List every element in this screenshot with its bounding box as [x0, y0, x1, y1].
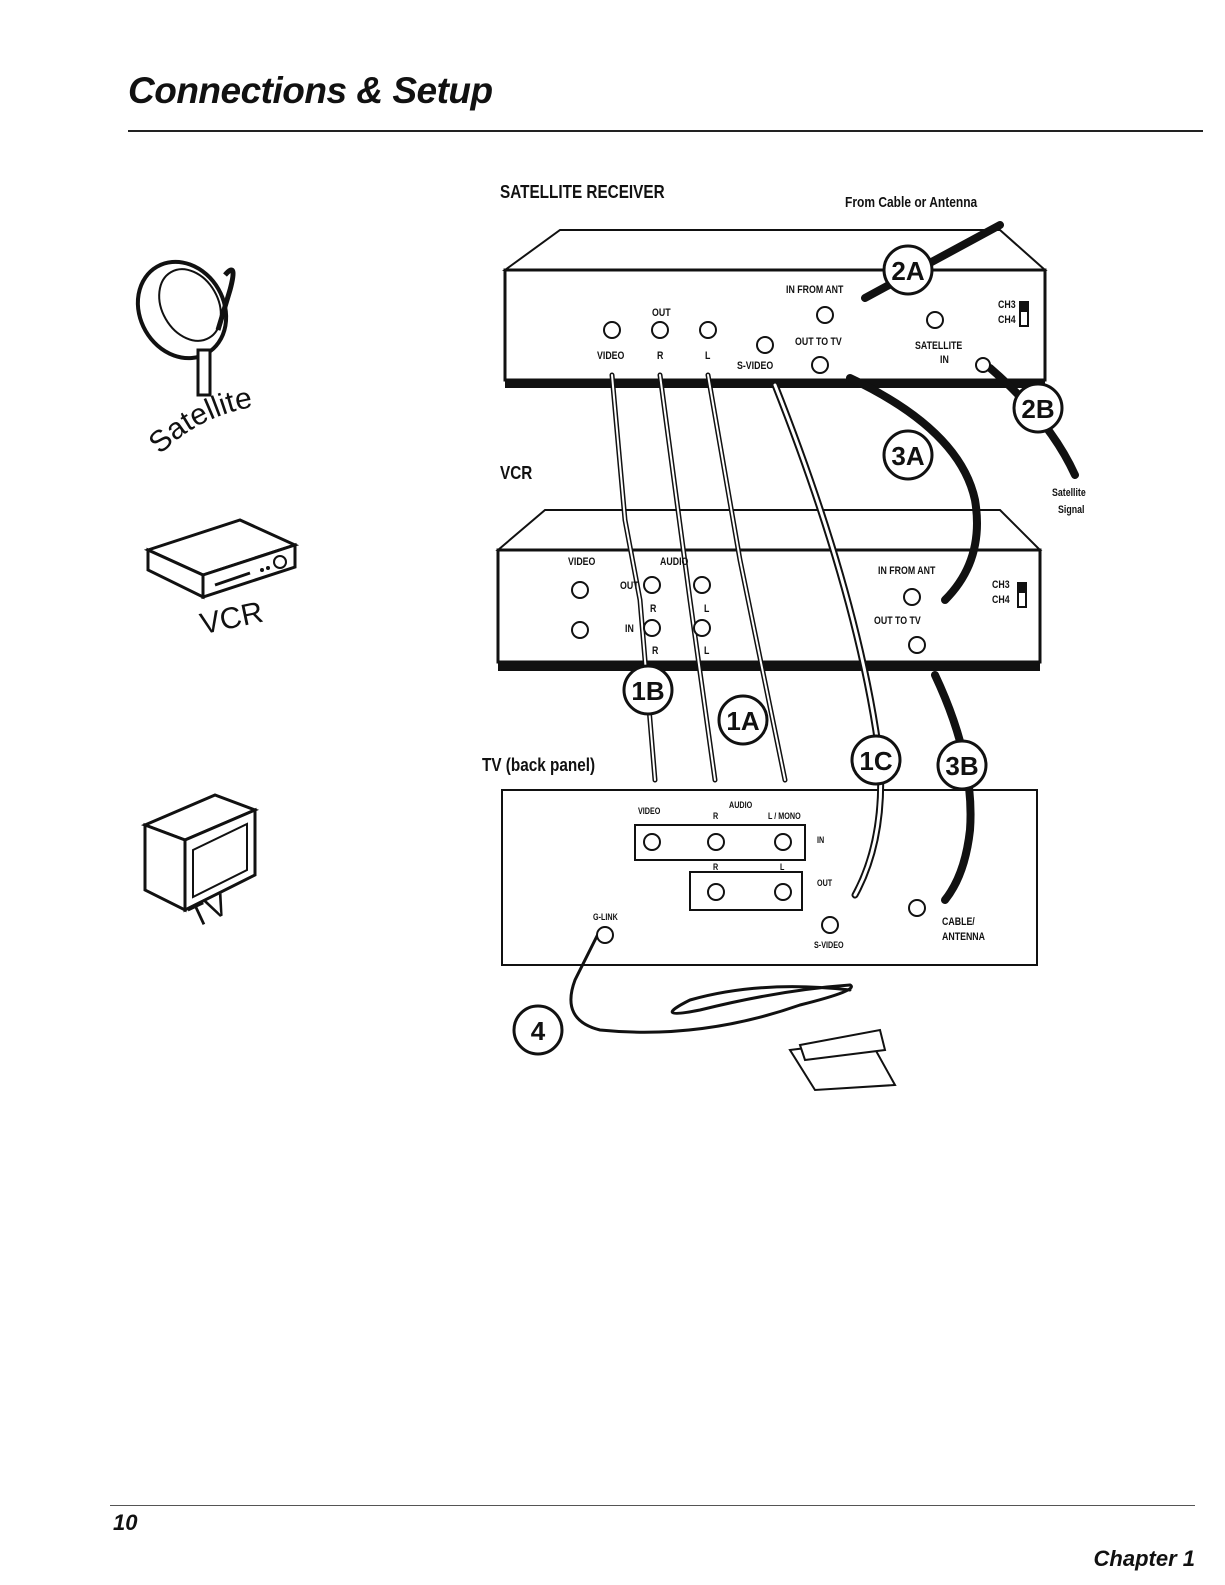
callout-2a: 2A [891, 256, 924, 286]
vcr-ch4-label: CH4 [992, 594, 1010, 606]
from-cable-label: From Cable or Antenna [845, 194, 978, 211]
callout-1a: 1A [726, 706, 759, 736]
callout-3b: 3B [945, 751, 978, 781]
vcr-in-from-ant-label: IN FROM ANT [878, 565, 936, 577]
cable-2a [861, 221, 1004, 302]
tv-antenna-label: ANTENNA [942, 931, 986, 943]
satellite-label-arc: Satellite [150, 390, 255, 460]
tv-l-mono-label: L / MONO [768, 811, 801, 821]
tv-g-link-label: G-LINK [593, 912, 618, 922]
chapter-label: Chapter 1 [1093, 1546, 1195, 1571]
header-rule [128, 130, 1203, 132]
tv-cable-label: CABLE/ [942, 916, 975, 928]
vcr-l-out-label: L [704, 603, 710, 615]
tv-back-panel [501, 789, 1038, 966]
vcr-r-out-label: R [650, 603, 657, 615]
page-number: 10 [113, 1510, 138, 1535]
sat-r-label: R [657, 350, 664, 362]
cable-g-link [569, 928, 853, 1034]
vcr-r-in-label: R [652, 645, 659, 657]
sat-l-label: L [705, 350, 711, 362]
satellite-signal-line1: Satellite [1052, 487, 1086, 499]
sat-out-to-tv-label: OUT TO TV [795, 336, 842, 348]
footer-rule [110, 1505, 1195, 1506]
callout-2b: 2B [1021, 394, 1054, 424]
vcr-title: VCR [500, 463, 533, 483]
tv-in-label: IN [817, 835, 825, 845]
vcr-out-to-tv-label: OUT TO TV [874, 615, 921, 627]
page-title: Connections & Setup [128, 70, 493, 111]
cable-3b [931, 671, 975, 904]
vcr-audio-label: AUDIO [660, 556, 689, 568]
sat-satellite-label: SATELLITE [915, 340, 963, 352]
satellite-receiver-unit [501, 229, 1048, 388]
tv-l-label: L [780, 862, 785, 872]
vcr-icon [143, 518, 300, 600]
callout-1c: 1C [859, 746, 892, 776]
callout-3a: 3A [891, 441, 924, 471]
sat-s-video-label: S-VIDEO [737, 360, 774, 372]
callout-1b: 1B [631, 676, 664, 706]
vcr-out-label: OUT [620, 580, 639, 592]
satellite-signal-line2: Signal [1058, 504, 1085, 516]
vcr-in-label: IN [625, 623, 634, 635]
sat-ch3-label: CH3 [998, 299, 1016, 311]
vcr-ch3-label: CH3 [992, 579, 1010, 591]
tv-video-label: VIDEO [638, 806, 661, 816]
sat-ch4-label: CH4 [998, 314, 1016, 326]
tv-r-label: R [713, 811, 719, 821]
vcr-unit [495, 509, 1043, 671]
tv-s-video-label: S-VIDEO [814, 940, 844, 950]
vcr-l-in-label: L [704, 645, 710, 657]
sat-in-from-ant-label: IN FROM ANT [786, 284, 844, 296]
cable-3a [846, 374, 981, 604]
sat-video-label: VIDEO [597, 350, 625, 362]
sat-out-label: OUT [652, 307, 671, 319]
tv-title: TV (back panel) [482, 755, 596, 775]
tv-audio-label: AUDIO [729, 800, 753, 810]
callout-4: 4 [531, 1016, 546, 1046]
vcr-video-label: VIDEO [568, 556, 596, 568]
jacks [571, 306, 991, 944]
satellite-receiver-title: SATELLITE RECEIVER [500, 182, 665, 202]
tv-r2-label: R [713, 862, 719, 872]
satellite-dish-icon [135, 259, 236, 397]
tv-icon [140, 793, 260, 913]
sat-in-label: IN [940, 354, 949, 366]
tv-out-label: OUT [817, 878, 833, 888]
